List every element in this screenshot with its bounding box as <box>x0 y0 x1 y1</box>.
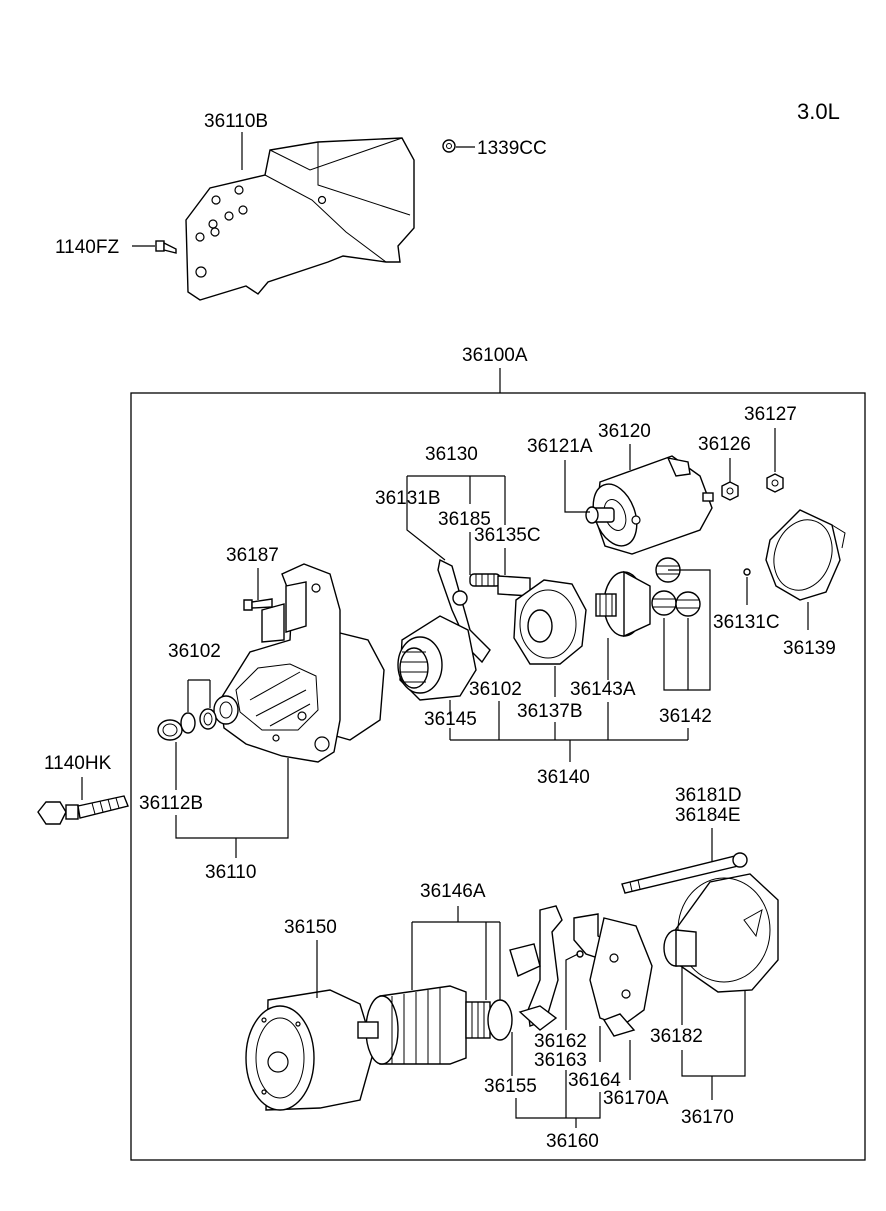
boot-ring-36139-part <box>765 509 846 601</box>
bolt-1140FZ-part <box>155 240 177 254</box>
front-housing-36110-part <box>219 563 385 763</box>
label-36121A: 36121A <box>527 436 593 457</box>
label-36130: 36130 <box>425 444 478 465</box>
label-36131B: 36131B <box>375 488 441 509</box>
label-36110: 36110 <box>205 862 256 883</box>
label-36110B: 36110B <box>204 111 268 132</box>
label-36102-b: 36102 <box>469 679 522 700</box>
bolt-1140HK-part <box>37 795 129 825</box>
solenoid-36120-part <box>592 455 714 555</box>
ball-36131C-part <box>743 568 751 576</box>
label-36120: 36120 <box>598 421 651 442</box>
shift-lever-36131B-part <box>437 558 491 664</box>
bolt-36187-part <box>243 598 273 611</box>
label-36139: 36139 <box>783 638 836 659</box>
label-36143A: 36143A <box>570 679 636 700</box>
label-36142: 36142 <box>659 706 712 727</box>
label-36181D: 36181D <box>675 785 742 806</box>
label-36127: 36127 <box>744 404 797 425</box>
label-36184E: 36184E <box>675 805 741 826</box>
brush-holder-36160-part <box>509 905 653 1037</box>
label-36163: 36163 <box>534 1050 587 1071</box>
plunger-36121A-part <box>585 506 615 524</box>
label-36140: 36140 <box>537 767 590 788</box>
label-36160: 36160 <box>546 1131 599 1152</box>
internal-gear-36137B-part <box>513 579 587 665</box>
engine-variant-label: 3.0L <box>797 99 840 124</box>
lever-spring-36185-part <box>469 573 501 587</box>
armature-36146A-part <box>357 985 513 1065</box>
cover-bushing-36182-part <box>663 929 697 967</box>
planet-shaft-36143A-part <box>595 570 651 638</box>
label-36112B: 36112B <box>139 793 203 814</box>
label-36131C: 36131C <box>713 612 780 633</box>
bushing-36112B-part <box>213 695 239 725</box>
label-1140HK: 1140HK <box>44 753 112 774</box>
label-36170A: 36170A <box>603 1088 669 1109</box>
label-36162: 36162 <box>534 1031 587 1052</box>
label-36150: 36150 <box>284 917 337 938</box>
nut-36126-part <box>721 481 739 501</box>
bushing-outer-36112B-part <box>157 719 183 741</box>
label-36182: 36182 <box>650 1026 703 1047</box>
label-36164: 36164 <box>568 1070 621 1091</box>
assembly-frame <box>130 392 866 1161</box>
label-36187: 36187 <box>226 545 279 566</box>
label-36146A: 36146A <box>420 881 486 902</box>
label-36145: 36145 <box>424 709 477 730</box>
label-1140FZ: 1140FZ <box>55 237 119 258</box>
nut-36127-part <box>766 473 784 493</box>
yoke-36150-part <box>245 989 375 1111</box>
pinion-clutch-36145-part <box>397 615 477 701</box>
heat-shield-part <box>185 137 415 301</box>
label-36100A: 36100A <box>462 345 528 366</box>
label-1339CC: 1339CC <box>477 138 547 159</box>
washer-36102-part <box>180 708 217 734</box>
label-36170: 36170 <box>681 1107 734 1128</box>
label-36102-a: 36102 <box>168 641 221 662</box>
through-bolt-part <box>621 852 748 894</box>
label-36126: 36126 <box>698 434 751 455</box>
label-36137B: 36137B <box>517 701 583 722</box>
label-36155: 36155 <box>484 1076 537 1097</box>
planet-gears-36142-part <box>651 557 701 617</box>
nut-1339CC-part <box>442 139 456 153</box>
label-36185: 36185 <box>438 509 491 530</box>
label-36135C: 36135C <box>474 525 541 546</box>
